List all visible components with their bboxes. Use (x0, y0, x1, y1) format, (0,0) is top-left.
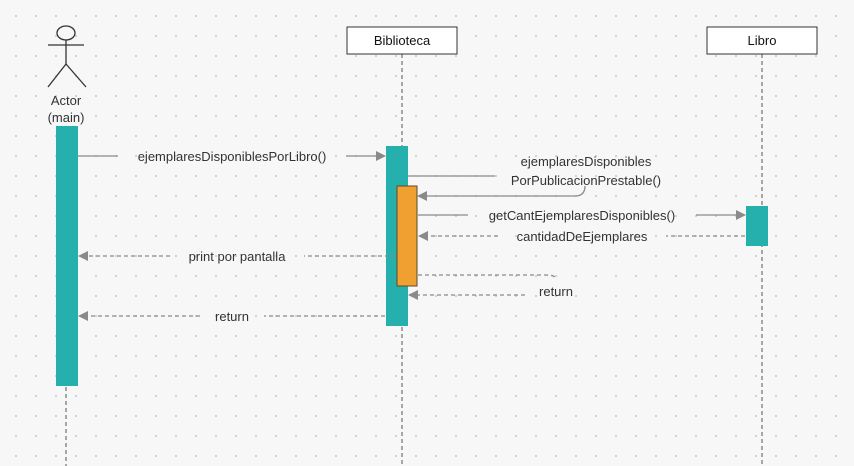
actor-stick-figure-icon[interactable] (47, 25, 87, 88)
actor-label: Actor (51, 93, 82, 108)
libro-activation-bar[interactable] (746, 206, 768, 246)
actor-sublabel: (main) (48, 110, 85, 125)
message-ejemplaresDisponiblesPorLibro[interactable]: ejemplaresDisponiblesPorLibro() (78, 149, 386, 164)
message-cantidadDeEjemplares[interactable]: cantidadDeEjemplares (418, 229, 745, 244)
message-print-por-pantalla[interactable]: print por pantalla (78, 249, 396, 264)
message-cantidadDeEjemplares-label: cantidadDeEjemplares (517, 229, 648, 244)
message-ejemplaresDisponibles-label-line2: PorPublicacionPrestable() (511, 173, 661, 188)
message-getCantEjemplaresDisponibles[interactable]: getCantEjemplaresDisponibles() (418, 208, 746, 223)
participant-libro[interactable]: Libro (706, 26, 818, 55)
message-ejemplaresDisponiblesPorLibro-label: ejemplaresDisponiblesPorLibro() (138, 149, 327, 164)
message-print-por-pantalla-label: print por pantalla (189, 249, 287, 264)
message-self-return-label: return (539, 284, 573, 299)
participant-libro-label: Libro (748, 33, 777, 48)
message-getCantEjemplaresDisponibles-label: getCantEjemplaresDisponibles() (489, 208, 675, 223)
message-ejemplaresDisponiblesPorPublicacionPrestable[interactable]: ejemplaresDisponibles PorPublicacionPres… (408, 154, 661, 201)
participant-biblioteca[interactable]: Biblioteca (346, 26, 458, 55)
message-return-label: return (215, 309, 249, 324)
message-self-return[interactable]: return (408, 274, 573, 300)
message-return[interactable]: return (78, 309, 385, 324)
participant-biblioteca-label: Biblioteca (374, 33, 431, 48)
actor-activation-bar[interactable] (56, 126, 78, 386)
message-ejemplaresDisponibles-label-line1: ejemplaresDisponibles (521, 154, 652, 169)
biblioteca-nested-activation-bar[interactable] (396, 185, 418, 287)
